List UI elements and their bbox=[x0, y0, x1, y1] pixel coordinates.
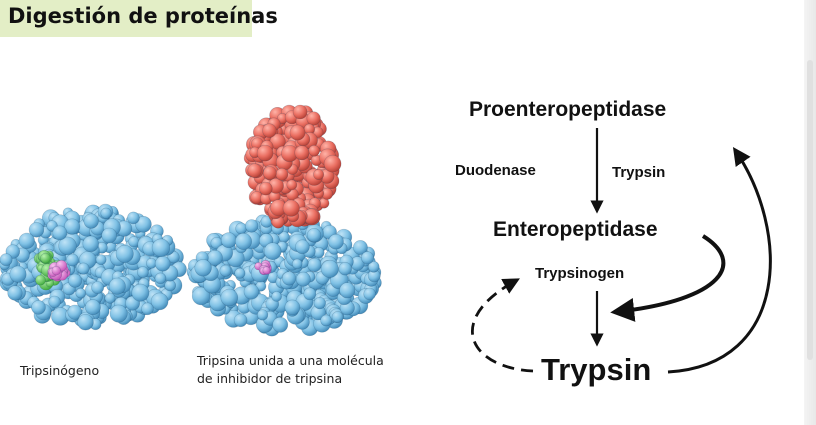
proenteropeptidase-label: Proenteropeptidase bbox=[469, 98, 666, 121]
enteropeptidase-label: Enteropeptidase bbox=[493, 218, 658, 241]
trypsin-inhibitor-caption-line2: de inhibidor de tripsina bbox=[197, 371, 343, 386]
arrow-trypsin-feedback bbox=[667, 147, 772, 374]
window-edge bbox=[804, 0, 816, 425]
arrow-enteropeptidase-catalysis bbox=[610, 234, 726, 322]
trypsinogen-label: Trypsinogen bbox=[535, 265, 624, 282]
arrow-trypsin-autoactivation bbox=[471, 278, 534, 373]
trypsin-inhibitor-structure-image bbox=[186, 104, 382, 337]
trypsinogen-caption: Tripsinógeno bbox=[20, 363, 100, 378]
duodenase-label: Duodenase bbox=[455, 162, 536, 179]
activation-cascade-diagram: Proenteropeptidase Duodenase Trypsin Ent… bbox=[455, 98, 772, 387]
trypsin-label: Trypsin bbox=[541, 352, 651, 387]
trypsinogen-structure-image bbox=[0, 203, 187, 331]
trypsin-inhibitor-caption: Tripsina unida a una molécula de inhibid… bbox=[197, 352, 427, 388]
page-title: Digestión de proteínas bbox=[8, 4, 278, 28]
trypsin-inhibitor-caption-line1: Tripsina unida a una molécula bbox=[197, 353, 384, 368]
trypsin-activator-label: Trypsin bbox=[612, 164, 665, 181]
title-band bbox=[0, 0, 252, 37]
